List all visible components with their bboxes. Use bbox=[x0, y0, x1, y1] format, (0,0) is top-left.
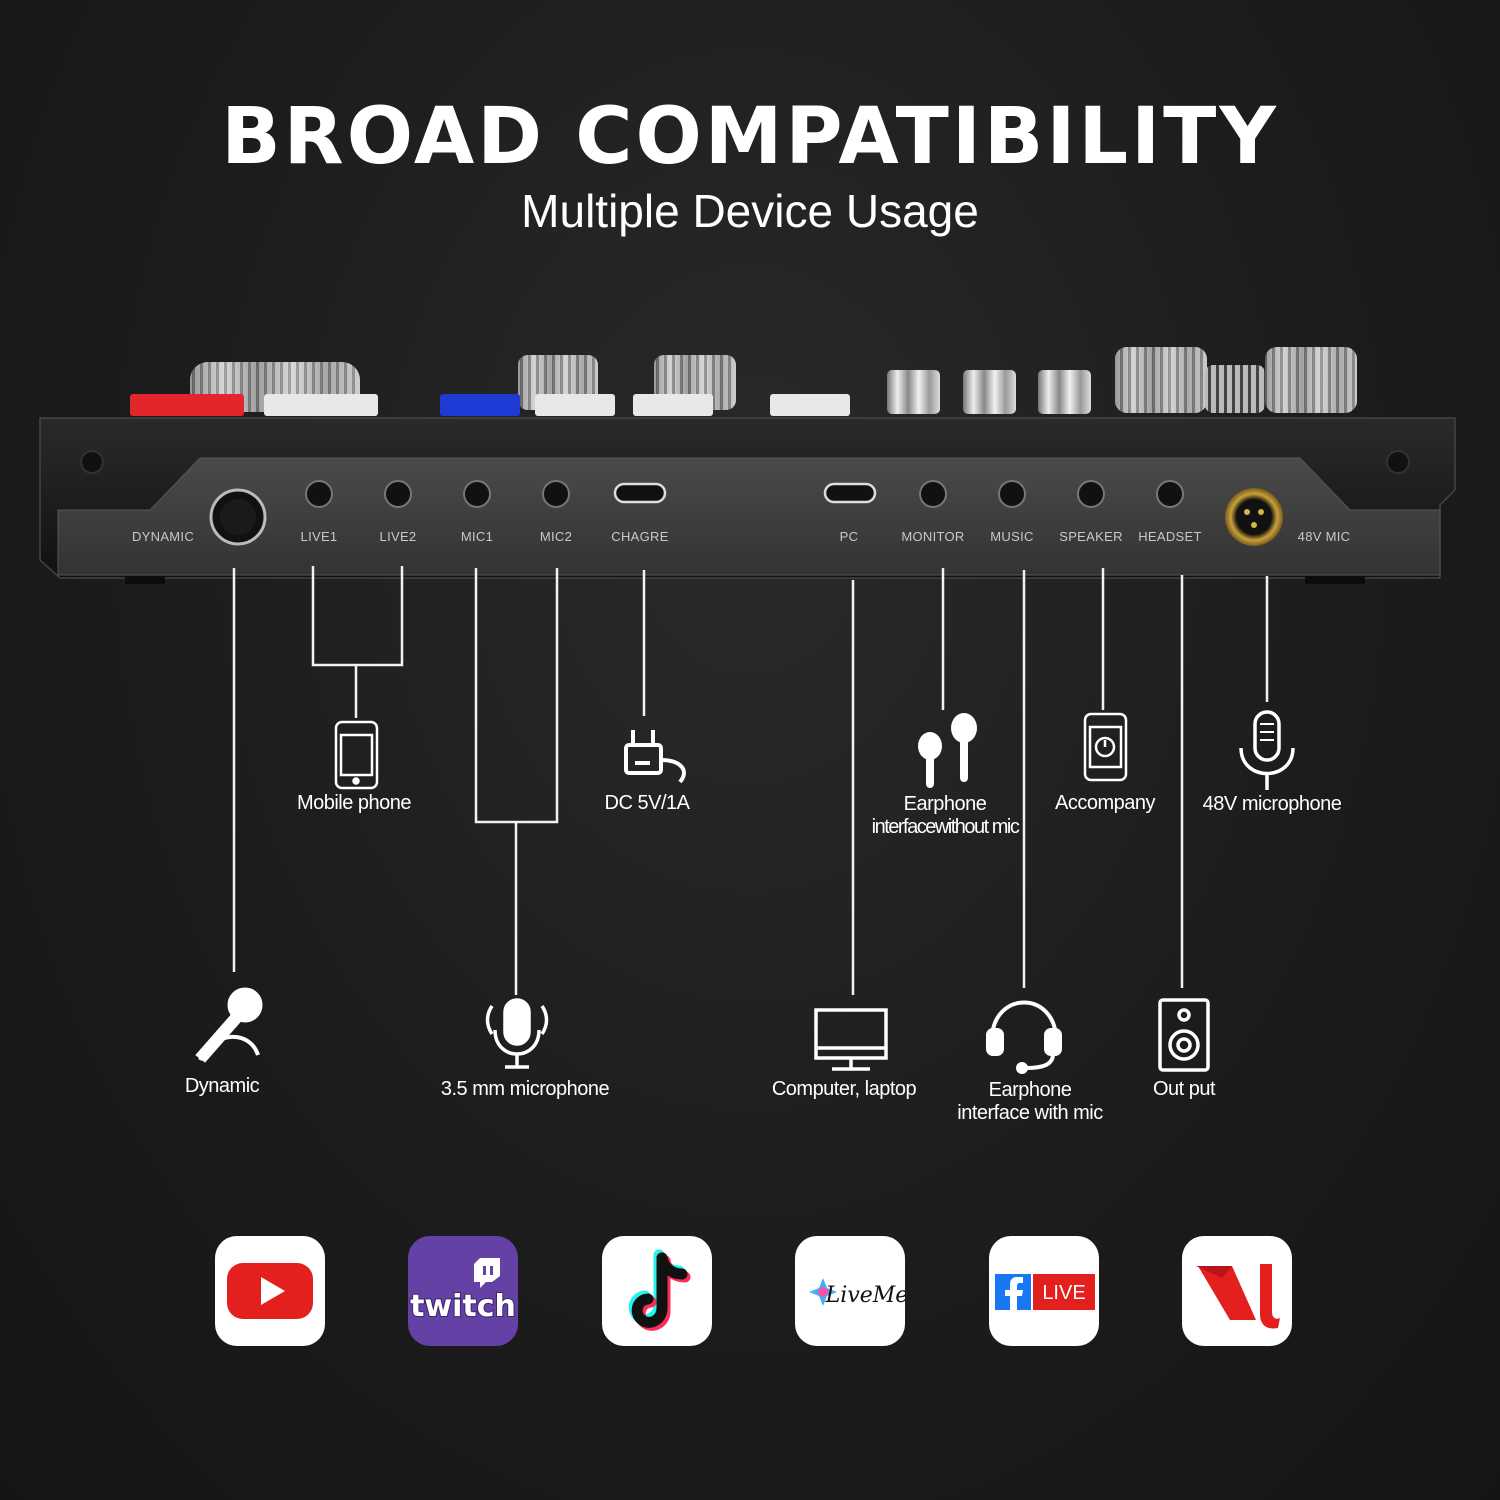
dynamic-microphone-icon bbox=[195, 987, 263, 1063]
facebook-live-icon: LIVE bbox=[989, 1236, 1099, 1346]
port-label-speaker: SPEAKER bbox=[1059, 529, 1123, 544]
studio-microphone-icon bbox=[1239, 710, 1295, 790]
device-label-earphone-mic: Earphone interface with mic bbox=[957, 1079, 1103, 1125]
facebook-live-text: LIVE bbox=[1042, 1282, 1085, 1304]
device-label-earphone-mic-line2: interface with mic bbox=[957, 1102, 1103, 1124]
tiktok-icon bbox=[602, 1236, 712, 1346]
twitch-icon: twitch bbox=[408, 1236, 518, 1346]
mobile-phone-icon bbox=[334, 720, 379, 790]
charger-plug-icon bbox=[624, 730, 686, 784]
headset-icon bbox=[986, 1000, 1062, 1074]
twitch-logo-text: twitch bbox=[410, 1289, 516, 1324]
device-label-computer: Computer, laptop bbox=[771, 1078, 917, 1100]
port-label-live1: LIVE1 bbox=[300, 529, 338, 544]
youtube-icon bbox=[215, 1236, 325, 1346]
lapel-microphone-icon bbox=[485, 998, 549, 1069]
device-label-earphone-nomic: Earphone interfacewithout mic bbox=[871, 793, 1020, 839]
page-subtitle: Multiple Device Usage bbox=[521, 185, 979, 237]
port-label-mic1: MIC1 bbox=[460, 529, 494, 544]
device-label-earphone-nomic-line2: interfacewithout mic bbox=[871, 816, 1020, 838]
port-label-dynamic: DYNAMIC bbox=[131, 529, 195, 544]
port-label-music: MUSIC bbox=[990, 529, 1034, 544]
liveme-logo-text: LiveMe bbox=[825, 1283, 905, 1308]
device-label-mobile: Mobile phone bbox=[296, 792, 412, 814]
port-label-mic2: MIC2 bbox=[539, 529, 573, 544]
port-label-pc: PC bbox=[839, 529, 859, 544]
port-label-48v-mic: 48V MIC bbox=[1297, 529, 1351, 544]
computer-monitor-icon bbox=[814, 1008, 888, 1071]
bigo-live-icon bbox=[1182, 1236, 1292, 1346]
device-label-earphone-mic-line1: Earphone bbox=[988, 1079, 1072, 1101]
speaker-icon bbox=[1158, 998, 1210, 1072]
device-label-dynamic: Dynamic bbox=[184, 1075, 260, 1097]
ports bbox=[209, 480, 1283, 546]
earphone-no-mic-icon bbox=[918, 713, 977, 788]
device-label-35mm-mic: 3.5 mm microphone bbox=[440, 1078, 610, 1100]
device-label-output: Out put bbox=[1152, 1078, 1216, 1100]
top-buttons bbox=[130, 370, 1091, 416]
device-label-48v-mic: 48V microphone bbox=[1202, 793, 1342, 815]
port-label-live2: LIVE2 bbox=[379, 529, 417, 544]
page-title: BROAD COMPATIBILITY bbox=[221, 92, 1279, 182]
accompany-phone-icon bbox=[1083, 712, 1128, 782]
port-label-charge: CHAGRE bbox=[611, 529, 669, 544]
port-label-monitor: MONITOR bbox=[901, 529, 965, 544]
device-label-dc: DC 5V/1A bbox=[604, 792, 690, 814]
device-label-earphone-nomic-line1: Earphone bbox=[903, 793, 987, 815]
port-label-headset: HEADSET bbox=[1138, 529, 1202, 544]
liveme-icon: LiveMe bbox=[795, 1236, 905, 1346]
device-label-accompany: Accompany bbox=[1055, 792, 1156, 814]
connection-lines bbox=[232, 566, 1269, 995]
